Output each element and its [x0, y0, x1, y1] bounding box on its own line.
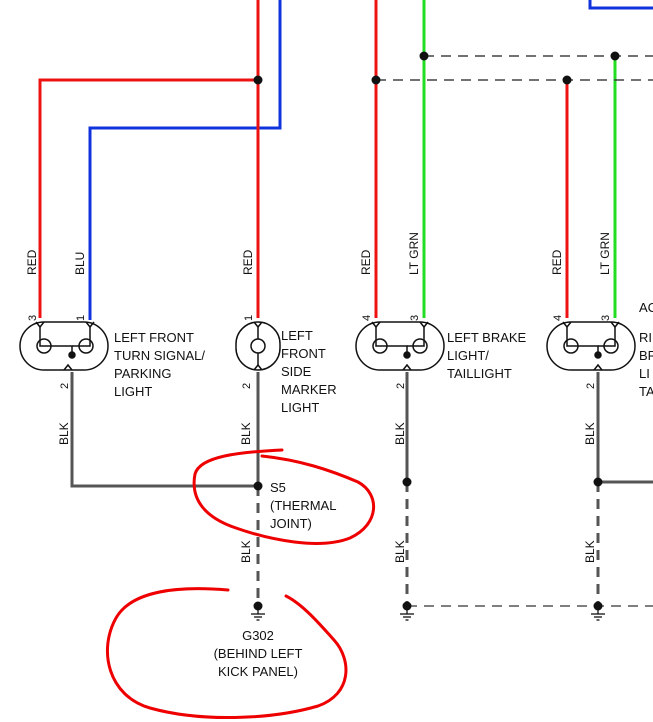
pin-number: 3 [409, 315, 421, 321]
side-marker-label: LEFT FRONT SIDE MARKER LIGHT [281, 328, 337, 415]
blue-wire-turn-signal [88, 0, 282, 320]
svg-text:LEFT FRONT: LEFT FRONT [114, 330, 194, 345]
pin-number: 2 [241, 383, 253, 389]
wire-label-blk: BLK [239, 540, 253, 563]
svg-text:LEFT BRAKE: LEFT BRAKE [447, 330, 527, 345]
side-marker-bulb-icon [235, 321, 281, 371]
svg-text:LI: LI [639, 366, 650, 381]
pin-number: 1 [75, 315, 87, 321]
annotation-circle-ground [105, 587, 348, 719]
junction-dots [253, 51, 620, 85]
pin-numbers: 3 1 1 4 3 4 3 2 2 2 2 [27, 315, 612, 389]
svg-text:S5: S5 [270, 480, 286, 495]
pin-number: 4 [552, 315, 564, 321]
svg-text:LIGHT: LIGHT [281, 400, 319, 415]
svg-text:SIDE: SIDE [281, 364, 312, 379]
ground-icon [400, 610, 414, 621]
splice-label: S5 (THERMAL JOINT) [270, 480, 336, 531]
wire-label-blk: BLK [393, 540, 407, 563]
svg-text:BR: BR [639, 348, 653, 363]
pin-number: 4 [361, 315, 373, 321]
wire-label-blk: BLK [239, 422, 253, 445]
pin-number: 2 [59, 383, 71, 389]
svg-text:TA: TA [639, 384, 653, 399]
ground-label: G302 (BEHIND LEFT KICK PANEL) [214, 628, 303, 679]
wire-label-red: RED [241, 249, 255, 275]
svg-text:LIGHT/: LIGHT/ [447, 348, 489, 363]
wire-color-labels: RED BLU RED RED LT GRN RED LT GRN BLK BL… [25, 232, 612, 563]
wire-label-blk: BLK [583, 422, 597, 445]
turn-signal-bulb-icon [19, 321, 109, 371]
turn-signal-label: LEFT FRONT TURN SIGNAL/ PARKING LIGHT [114, 330, 205, 399]
ground-icon [591, 610, 605, 621]
wire-label-blk: BLK [57, 422, 71, 445]
splice-dot [253, 481, 263, 491]
blk-wire-turn-signal [70, 372, 258, 488]
svg-text:MARKER: MARKER [281, 382, 337, 397]
pin-number: 3 [600, 315, 612, 321]
wire-label-lt-grn: LT GRN [407, 232, 421, 275]
right-brake-bulb-icon [546, 321, 636, 371]
svg-text:LEFT: LEFT [281, 328, 313, 343]
svg-text:RI: RI [639, 330, 652, 345]
wire-label-blu: BLU [73, 252, 87, 275]
svg-text:G302: G302 [242, 628, 274, 643]
pin-number: 2 [395, 383, 407, 389]
svg-text:FRONT: FRONT [281, 346, 326, 361]
ground-wiring [70, 372, 653, 488]
pin-number: 1 [243, 315, 255, 321]
svg-text:KICK PANEL): KICK PANEL) [218, 664, 298, 679]
blue-wire-top-right [588, 0, 653, 10]
wire-label-red: RED [25, 249, 39, 275]
pin-number: 2 [585, 383, 597, 389]
wire-label-red: RED [359, 249, 373, 275]
svg-text:TURN SIGNAL/: TURN SIGNAL/ [114, 348, 205, 363]
ground-icon [251, 610, 265, 621]
brake-light-bulb-icon [355, 321, 445, 371]
wire-label-blk: BLK [393, 422, 407, 445]
svg-text:LIGHT: LIGHT [114, 384, 152, 399]
svg-text:PARKING: PARKING [114, 366, 172, 381]
red-wire-turn-signal [38, 78, 258, 318]
svg-text:TAILLIGHT: TAILLIGHT [447, 366, 512, 381]
ground-dots [253, 477, 603, 611]
dashed-connectors [376, 55, 653, 81]
wire-label-red: RED [550, 249, 564, 275]
svg-text:JOINT): JOINT) [270, 516, 312, 531]
wire-label-lt-grn: LT GRN [598, 232, 612, 275]
pin-number: 3 [27, 315, 39, 321]
svg-text:(BEHIND LEFT: (BEHIND LEFT [214, 646, 303, 661]
right-brake-partial-label: AC RI BR LI TA [639, 300, 653, 399]
svg-text:AC: AC [639, 300, 653, 315]
wire-label-blk: BLK [583, 540, 597, 563]
brake-light-label: LEFT BRAKE LIGHT/ TAILLIGHT [447, 330, 527, 381]
ground-dashed-wiring [256, 482, 600, 606]
svg-text:(THERMAL: (THERMAL [270, 498, 336, 513]
annotation-circle-splice [192, 448, 375, 545]
